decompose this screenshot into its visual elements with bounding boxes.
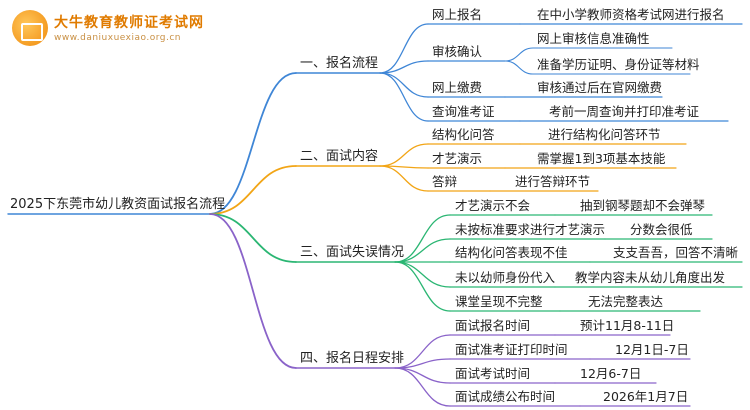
detail-no-talent: 抽到钢琴题却不会弹琴 <box>580 198 706 213</box>
detail-review-info: 网上审核信息准确性 <box>537 31 650 46</box>
detail-exam-time: 12月6-7日 <box>580 366 642 381</box>
item-poor-qa: 结构化问答表现不佳 <box>455 245 568 260</box>
branch-interview-mistakes: 三、面试失误情况 <box>300 245 405 260</box>
connector-line-26 <box>379 165 429 192</box>
book-logo-icon <box>12 10 48 46</box>
detail-defense: 进行答辩环节 <box>515 174 591 189</box>
item-review-confirm: 审核确认 <box>432 44 483 59</box>
item-defense: 答辩 <box>432 174 458 189</box>
item-exam-time: 面试考试时间 <box>455 366 531 381</box>
detail-ticket-print-time: 12月1日-7日 <box>615 342 689 357</box>
connector-line-8 <box>504 47 534 62</box>
detail-incomplete-lesson: 无法完整表达 <box>588 294 664 309</box>
connector-line-57 <box>394 367 451 407</box>
connector-line-6 <box>379 60 429 74</box>
detail-online-payment: 审核通过后在官网缴费 <box>537 80 663 95</box>
item-online-payment: 网上缴费 <box>432 80 483 95</box>
detail-prepare-materials: 准备学历证明、身份证等材料 <box>537 57 700 72</box>
connector-line-43 <box>394 261 451 312</box>
branch-registration-process: 一、报名流程 <box>300 56 379 71</box>
connector-line-15 <box>379 72 429 122</box>
connector-line-34 <box>394 238 451 263</box>
detail-structured-qa: 进行结构化问答环节 <box>548 127 661 142</box>
connector-line-10 <box>504 60 534 75</box>
item-ticket-print-time: 面试准考证打印时间 <box>455 342 568 357</box>
item-nonstandard-talent: 未按标准要求进行才艺演示 <box>455 222 606 237</box>
connector-line-3 <box>379 23 429 74</box>
item-structured-qa: 结构化问答 <box>432 127 495 142</box>
logo-title: 大牛教育教师证考试网 <box>54 15 204 31</box>
item-talent-show: 才艺演示 <box>432 151 483 166</box>
connector-line-46 <box>209 213 297 369</box>
detail-talent-show: 需掌握1到3项基本技能 <box>537 151 666 166</box>
site-logo[interactable]: 大牛教育教师证考试网 www.daniuxuexiao.org.cn <box>12 6 262 50</box>
connector-line-12 <box>379 72 429 98</box>
item-score-release-time: 面试成绩公布时间 <box>455 389 556 404</box>
connector-line-31 <box>394 214 451 263</box>
logo-url: www.daniuxuexiao.org.cn <box>54 33 181 43</box>
item-registration-time: 面试报名时间 <box>455 318 531 333</box>
item-online-registration: 网上报名 <box>432 7 483 22</box>
detail-poor-qa: 支支吾吾，回答不清晰 <box>613 245 739 260</box>
detail-nonstandard-talent: 分数会很低 <box>630 222 693 237</box>
detail-registration-time: 预计11月8-11日 <box>580 318 675 333</box>
connector-line-20 <box>379 143 429 167</box>
connector-line-54 <box>394 367 451 384</box>
connector-line-1 <box>209 72 297 215</box>
item-incomplete-lesson: 课堂呈现不完整 <box>455 294 543 309</box>
connector-line-18 <box>209 165 297 215</box>
detail-not-teacher-role: 教学内容未从幼儿角度出发 <box>575 270 726 285</box>
detail-online-registration: 在中小学教师资格考试网进行报名 <box>537 7 725 22</box>
root-topic: 2025下东莞市幼儿教资面试报名流程 <box>10 197 226 212</box>
branch-interview-content: 二、面试内容 <box>300 149 379 164</box>
detail-score-release-time: 2026年1月7日 <box>603 389 689 404</box>
detail-admission-ticket: 考前一周查询并打印准考证 <box>549 104 700 119</box>
branch-schedule: 四、报名日程安排 <box>300 351 405 366</box>
connector-line-29 <box>209 213 297 263</box>
item-admission-ticket: 查询准考证 <box>432 104 495 119</box>
connector-line-40 <box>394 261 451 288</box>
item-not-teacher-role: 未以幼师身份代入 <box>455 270 556 285</box>
item-no-talent: 才艺演示不会 <box>455 198 531 213</box>
